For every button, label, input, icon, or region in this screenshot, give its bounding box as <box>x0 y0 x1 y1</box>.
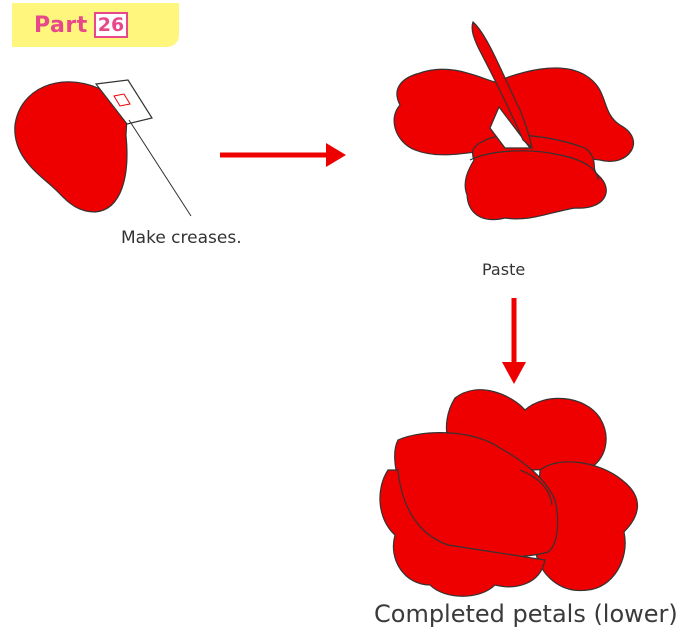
crease-caption: Make creases. <box>121 228 242 248</box>
completed-petals <box>380 390 638 596</box>
crease-pointer-line <box>129 120 191 216</box>
pasting-petals <box>394 22 633 220</box>
single-petal <box>15 80 191 216</box>
arrow-right <box>220 143 346 167</box>
arrow-down <box>502 298 526 384</box>
paste-caption: Paste <box>482 260 525 279</box>
lower-petal-cluster <box>465 135 606 219</box>
completed-caption: Completed petals (lower) <box>374 600 678 628</box>
